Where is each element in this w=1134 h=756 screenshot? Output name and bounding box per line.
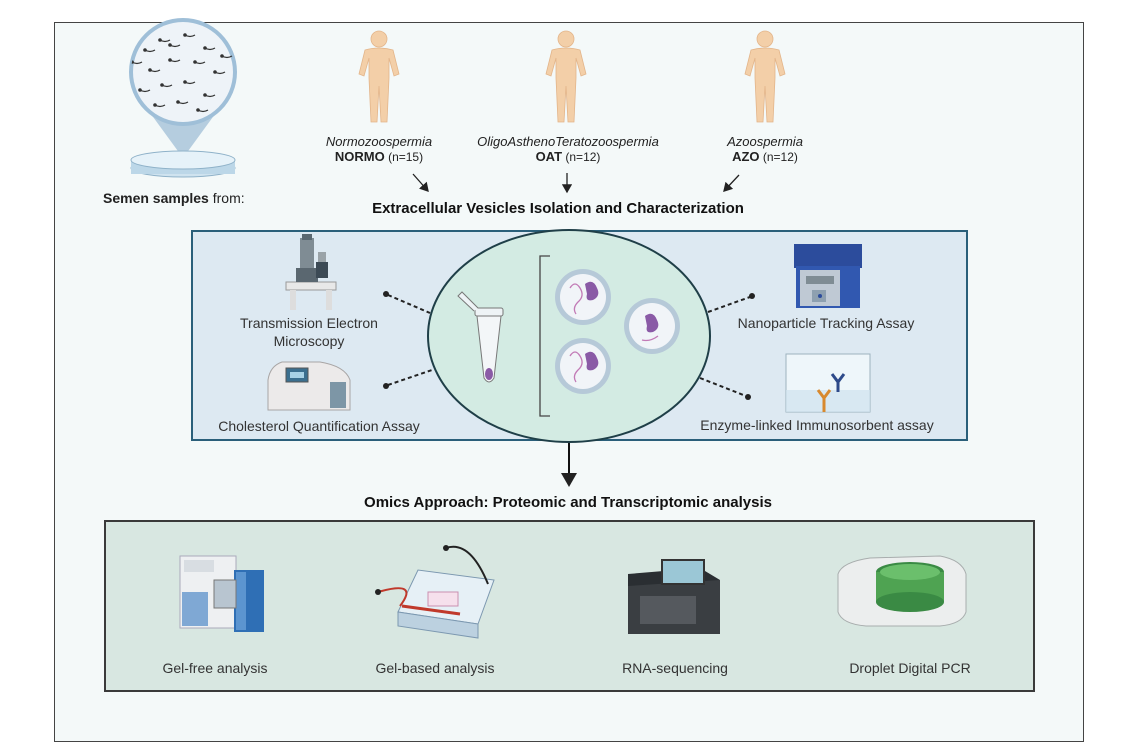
- human-figure-icon: [744, 30, 786, 123]
- label-tem: Transmission Electron Microscopy: [240, 315, 378, 349]
- vesicle-icon: [555, 269, 611, 325]
- semen-samples-rest: from:: [208, 190, 245, 206]
- group-name: Normozoospermia: [325, 134, 433, 149]
- group-count: (n=12): [565, 150, 601, 164]
- arrow: [412, 173, 429, 192]
- group-azo: Azoospermia AZO (n=12): [695, 134, 835, 164]
- group-normo: Normozoospermia NORMO (n=15): [299, 134, 459, 164]
- tube-icon: [457, 291, 504, 383]
- label-rna-seq: RNA-sequencing: [622, 660, 728, 676]
- label-nta: Nanoparticle Tracking Assay: [737, 315, 915, 331]
- group-abbr: OAT: [535, 149, 563, 164]
- mass-spectrometer-icon: [179, 555, 264, 632]
- microscope-icon: [285, 234, 337, 310]
- label-gel-free: Gel-free analysis: [162, 660, 268, 676]
- semen-samples-label: Semen samples from:: [103, 190, 245, 206]
- gel-electrophoresis-icon: [375, 545, 495, 639]
- arrow: [723, 174, 740, 192]
- label-ddpcr: Droplet Digital PCR: [849, 660, 971, 676]
- label-gel-based: Gel-based analysis: [375, 660, 495, 676]
- group-name: OligoAsthenoTeratozoospermia: [477, 134, 659, 149]
- label-cholesterol: Cholesterol Quantification Assay: [218, 418, 420, 434]
- nta-device-icon: [794, 244, 862, 308]
- human-figure-icon: [358, 30, 400, 123]
- section1-title: Extracellular Vesicles Isolation and Cha…: [372, 200, 744, 217]
- bracket: [539, 255, 550, 417]
- group-abbr: AZO: [732, 149, 760, 164]
- sequencer-icon: [628, 559, 720, 634]
- vesicle-icon: [555, 338, 611, 394]
- group-code: NORMO (n=15): [299, 149, 459, 164]
- analyzer-icon: [267, 361, 351, 411]
- semen-sample-icon: [129, 18, 237, 178]
- ddpcr-instrument-icon: [837, 555, 967, 627]
- group-count: (n=12): [762, 150, 798, 164]
- group-code: AZO (n=12): [695, 149, 835, 164]
- elisa-icon: [785, 353, 871, 413]
- group-code: OAT (n=12): [455, 149, 681, 164]
- ev-ellipse: [427, 229, 711, 443]
- group-oat: OligoAsthenoTeratozoospermia OAT (n=12): [455, 134, 681, 164]
- section2-title: Omics Approach: Proteomic and Transcript…: [364, 494, 772, 511]
- vesicle-icon: [624, 298, 680, 354]
- semen-samples-bold: Semen samples: [103, 190, 209, 206]
- group-abbr: NORMO: [334, 149, 385, 164]
- human-figure-icon: [545, 30, 587, 123]
- label-elisa: Enzyme-linked Immunosorbent assay: [700, 417, 934, 433]
- group-name: Azoospermia: [727, 134, 803, 149]
- group-count: (n=15): [388, 150, 424, 164]
